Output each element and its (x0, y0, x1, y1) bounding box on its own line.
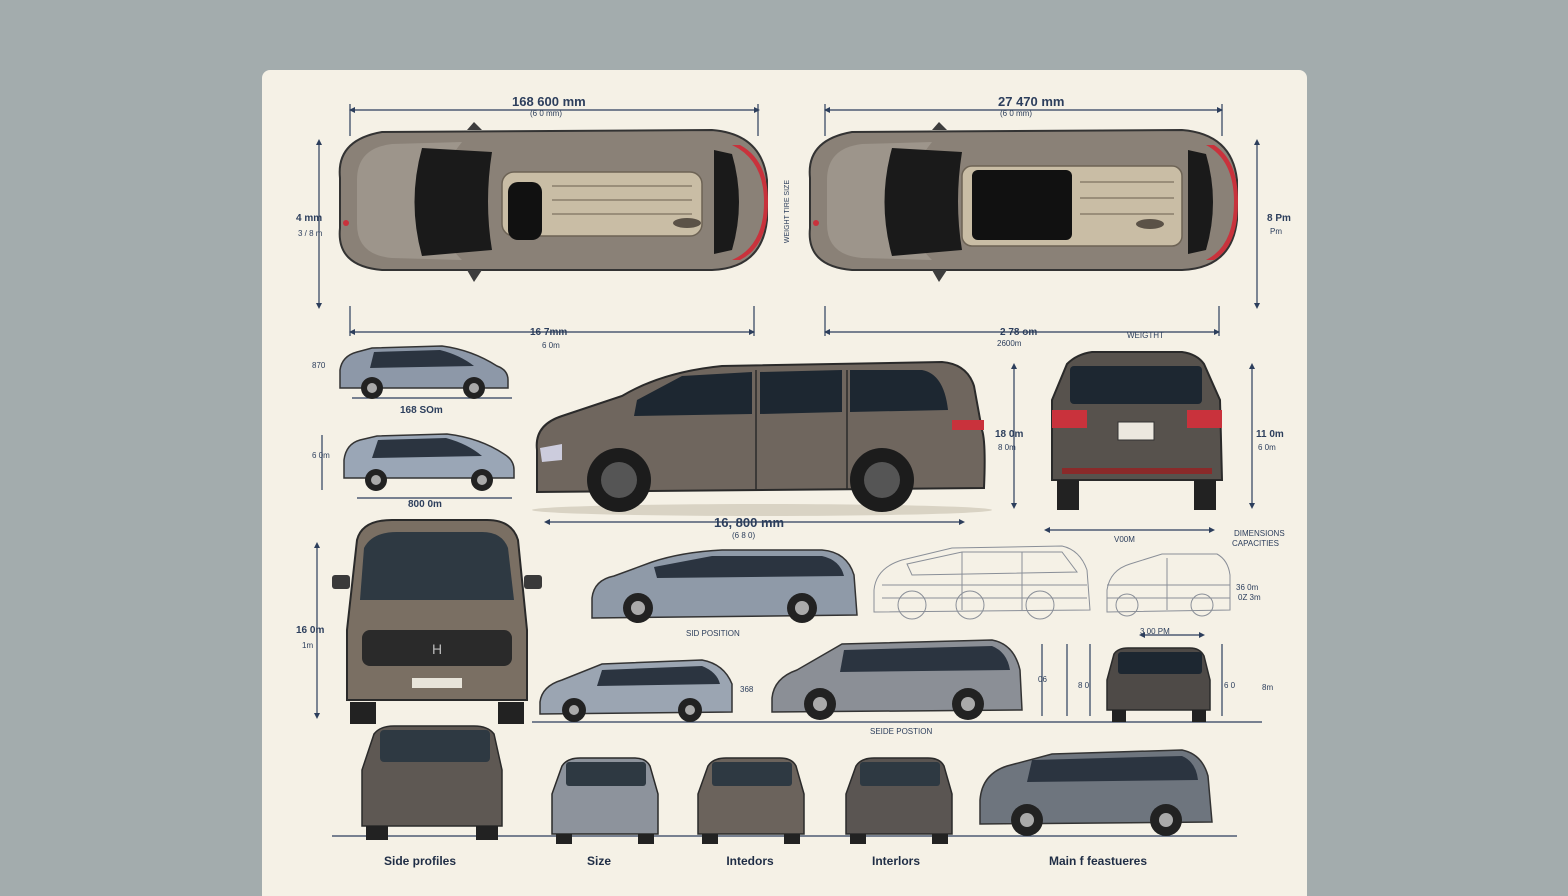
top-view-left (338, 122, 768, 282)
row4-small-5: 8m (1262, 683, 1274, 692)
row4-small-3: 8 0 (1078, 681, 1090, 690)
vehicle-illustrations: H (314, 104, 1262, 844)
center-vertical-note: WEIGHT TIRE SIZE (784, 180, 791, 244)
front-height: 16 0m (296, 625, 325, 636)
wireframe-van-2 (1106, 553, 1231, 617)
top-right-length: 27 470 mm (998, 94, 1065, 109)
side-van-row4-left (539, 659, 733, 722)
bottom-front-van-2 (551, 757, 659, 844)
svg-text:H: H (432, 641, 442, 657)
big-side-height: 18 0m (995, 429, 1024, 440)
rear-width: V00M (1114, 535, 1135, 544)
small-side-2-dim: 800 0m (408, 499, 442, 510)
top-right-bottom: 2 78 om (1000, 327, 1038, 338)
row4-small-1: 368 (740, 685, 754, 694)
side-position-2: SEIDE POSTION (870, 727, 933, 736)
row4-dim: 3 00 PM (1140, 627, 1170, 636)
wire-dim-sub: 0Z 3m (1238, 593, 1261, 602)
rear-view-van (1051, 351, 1224, 510)
bottom-front-van-4 (845, 757, 953, 844)
wireframe-van-1 (873, 545, 1091, 620)
top-left-length: 168 600 mm (512, 94, 586, 109)
row4-small-2: 06 (1038, 675, 1047, 684)
bottom-front-van-1 (361, 725, 503, 840)
top-right-length-sub: (6 0 mm) (1000, 109, 1032, 118)
rear-note-1: DIMENSIONS (1234, 529, 1285, 538)
top-right-bottom-side: WEIGTHT (1127, 331, 1164, 340)
small-side-2-height: 6 0m (312, 451, 330, 460)
big-side-length: 16, 800 mm (714, 515, 785, 530)
caption-interiors-2: Interlors (871, 854, 921, 868)
blueprint-sheet: H (262, 70, 1307, 896)
top-right-bottom-sub: 2600m (997, 339, 1022, 348)
small-side-van-1 (339, 345, 509, 399)
small-side-van-2 (343, 433, 515, 491)
caption-side-profiles: Side profiles (383, 854, 457, 868)
big-side-van (532, 360, 992, 516)
rear-note-2: CAPACITIES (1232, 539, 1279, 548)
front-height-sub: 1m (302, 641, 314, 650)
top-left-bottom-sub: 6 0m (542, 341, 560, 350)
top-left-bottom: 16 7mm (530, 327, 568, 338)
top-left-height: 4 mm (296, 213, 323, 224)
front-van-row4-small (1106, 647, 1211, 722)
big-side-height-sub: 8 0m (998, 443, 1016, 452)
top-view-right (808, 122, 1238, 282)
top-right-height: 8 Pm (1267, 213, 1291, 224)
caption-main-features: Main f feastueres (1048, 854, 1148, 868)
big-side-length-sub: (6 8 0) (732, 531, 756, 540)
side-van-row3 (591, 549, 858, 623)
top-left-height-sub: 3 / 8 m (298, 229, 323, 238)
row4-small-4: 6 0 (1224, 681, 1236, 690)
top-right-height-sub: Pm (1270, 227, 1282, 236)
bottom-front-van-3 (697, 757, 805, 844)
side-van-row4-center (771, 639, 1023, 720)
big-front-van: H (332, 519, 542, 724)
bottom-side-van (979, 749, 1213, 836)
caption-size: Size (586, 854, 612, 868)
small-side-1-height: 870 (312, 361, 326, 370)
rear-height: 11 0m (1256, 429, 1284, 440)
small-side-1-dim: 168 SOm (400, 405, 443, 416)
top-left-length-sub: (6 0 mm) (530, 109, 562, 118)
side-position: SID POSITION (686, 629, 740, 638)
caption-interiors-1: Intedors (726, 854, 774, 868)
wire-dim: 36 0m (1236, 583, 1259, 592)
rear-height-sub: 6 0m (1258, 443, 1276, 452)
